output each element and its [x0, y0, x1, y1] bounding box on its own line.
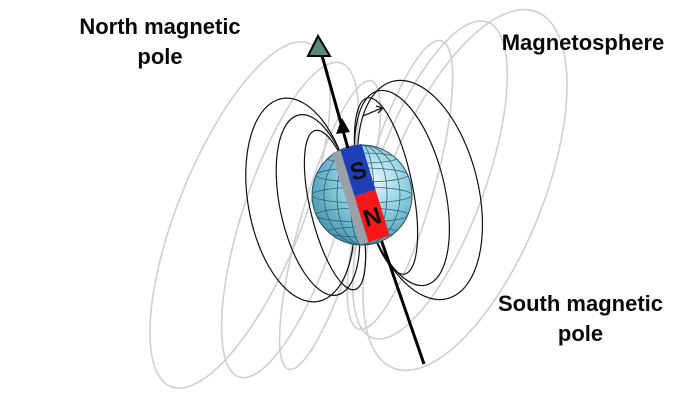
label-line: pole: [137, 44, 183, 69]
label-line: South magnetic: [497, 291, 663, 316]
north-magnetic-pole-label: North magnetic pole: [55, 12, 265, 72]
field-arrow-icon: [336, 118, 350, 134]
small-arrow-icon: [362, 105, 385, 117]
magnet-north-half: [354, 189, 390, 243]
outer-field-line: [149, 41, 331, 389]
magnetic-axis-lower: [373, 221, 426, 365]
magnet-south-half: [340, 143, 376, 197]
magnetic-axis-upper: [319, 51, 351, 153]
magnet-edge: [331, 150, 369, 245]
bar-magnet: S N: [331, 143, 390, 245]
magnetosphere-label: Magnetosphere: [478, 28, 688, 58]
south-magnetic-pole-label: South magnetic pole: [478, 289, 683, 349]
label-line: Magnetosphere: [501, 30, 665, 55]
arrow-up-icon: [306, 33, 332, 57]
label-line: pole: [557, 321, 604, 346]
label-line: North magnetic: [79, 14, 241, 39]
magnet-top-letter: S: [347, 156, 370, 187]
